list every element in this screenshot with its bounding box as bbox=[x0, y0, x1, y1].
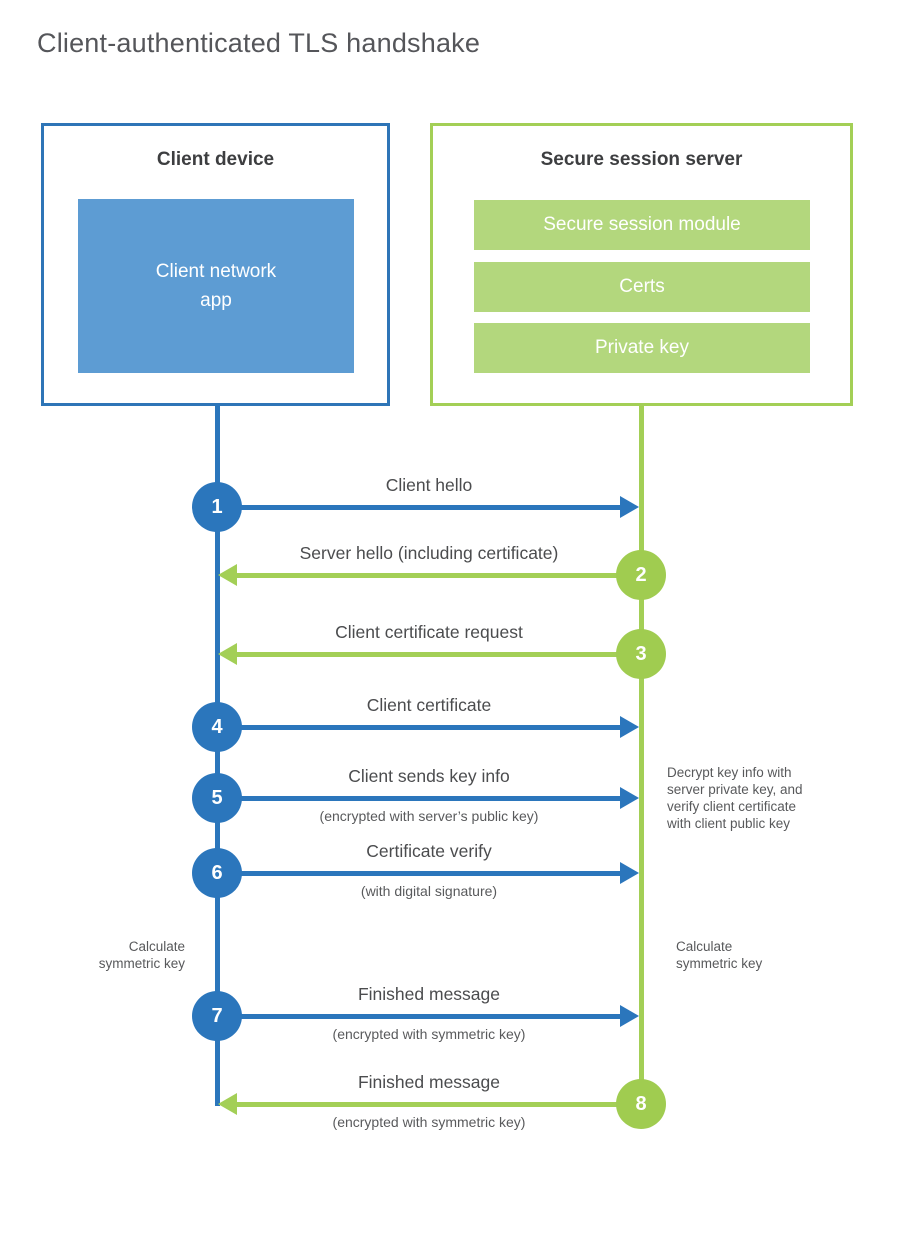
arrow-left-icon bbox=[218, 643, 237, 665]
step-3-number-badge: 3 bbox=[616, 629, 666, 679]
step-7-arrow-line bbox=[217, 1014, 623, 1019]
server-module-private-key: Private key bbox=[474, 323, 810, 373]
step-2-arrow-line bbox=[237, 573, 641, 578]
step-7-sublabel: (encrypted with symmetric key) bbox=[332, 1026, 526, 1042]
step-7-label: Finished message bbox=[357, 984, 501, 1004]
step-8-number-badge: 8 bbox=[616, 1079, 666, 1129]
decrypt-note-line: with client public key bbox=[667, 816, 791, 831]
step-5-arrow-line bbox=[217, 796, 623, 801]
server-module-secure-session-module: Secure session module bbox=[474, 200, 810, 250]
calculate-symmetric-key-note-server: Calculate symmetric key bbox=[676, 938, 796, 972]
page-title: Client-authenticated TLS handshake bbox=[37, 28, 481, 58]
step-6-arrow-line bbox=[217, 871, 623, 876]
decrypt-note-line: verify client certificate bbox=[667, 799, 797, 814]
decrypt-note-line: Decrypt key info with bbox=[667, 765, 792, 780]
calc-note-line: Calculate bbox=[128, 939, 185, 954]
step-6-number-badge: 6 bbox=[192, 848, 242, 898]
calculate-symmetric-key-note-client: Calculate symmetric key bbox=[65, 938, 185, 972]
step-5-label: Client sends key info bbox=[348, 766, 510, 786]
arrow-right-icon bbox=[620, 787, 639, 809]
step-3-label: Client certificate request bbox=[335, 622, 523, 642]
step-8-sublabel: (encrypted with symmetric key) bbox=[332, 1114, 526, 1130]
step-1-number-badge: 1 bbox=[192, 482, 242, 532]
step-2-number-badge: 2 bbox=[616, 550, 666, 600]
client-device-title: Client device bbox=[156, 149, 275, 170]
step-4-label: Client certificate bbox=[366, 695, 492, 715]
step-3-arrow-line bbox=[237, 652, 641, 657]
calc-note-line: symmetric key bbox=[676, 956, 763, 971]
step-4-arrow-line bbox=[217, 725, 623, 730]
step-5-number-badge: 5 bbox=[192, 773, 242, 823]
step-5-sublabel: (encrypted with server’s public key) bbox=[319, 808, 539, 824]
arrow-left-icon bbox=[218, 1093, 237, 1115]
step-6-sublabel: (with digital signature) bbox=[360, 883, 498, 899]
calc-note-line: symmetric key bbox=[98, 956, 185, 971]
client-network-app-block: Client network app bbox=[78, 199, 354, 373]
step-7-number-badge: 7 bbox=[192, 991, 242, 1041]
secure-session-server-title: Secure session server bbox=[540, 149, 743, 170]
step-8-arrow-line bbox=[237, 1102, 641, 1107]
arrow-right-icon bbox=[620, 716, 639, 738]
step-4-number-badge: 4 bbox=[192, 702, 242, 752]
step-6-label: Certificate verify bbox=[366, 841, 492, 861]
calc-note-line: Calculate bbox=[676, 939, 733, 954]
decrypt-note-line: server private key, and bbox=[667, 782, 803, 797]
arrow-left-icon bbox=[218, 564, 237, 586]
arrow-right-icon bbox=[620, 1005, 639, 1027]
step-8-label: Finished message bbox=[357, 1072, 501, 1092]
arrow-right-icon bbox=[620, 496, 639, 518]
arrow-right-icon bbox=[620, 862, 639, 884]
server-lifeline bbox=[639, 404, 644, 1104]
server-module-certs: Certs bbox=[474, 262, 810, 312]
step-1-arrow-line bbox=[217, 505, 623, 510]
step-1-label: Client hello bbox=[385, 475, 473, 495]
decrypt-key-note: Decrypt key info with server private key… bbox=[667, 764, 803, 832]
step-2-label: Server hello (including certificate) bbox=[299, 543, 559, 563]
client-lifeline bbox=[215, 404, 220, 1106]
